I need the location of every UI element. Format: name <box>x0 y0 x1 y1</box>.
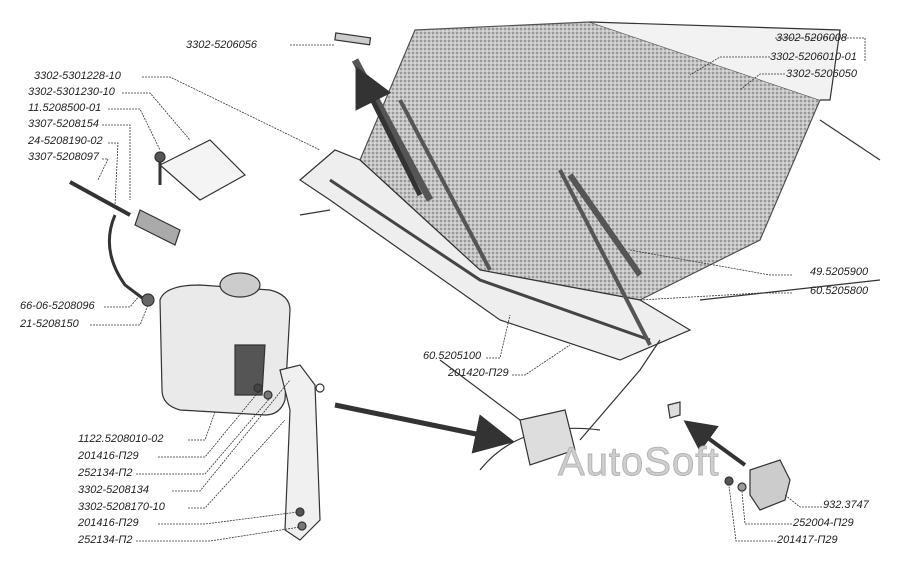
relay <box>749 459 791 511</box>
label-windshield-1: 3302-5206008 <box>776 32 847 44</box>
bracket <box>279 364 321 541</box>
label-washer-3: 252004-П29 <box>793 517 854 529</box>
label-windshield-3: 3302-5206050 <box>786 68 857 80</box>
label-arm: 60.5205800 <box>810 285 869 297</box>
label-washer-tank: 1122.5208010-02 <box>78 433 164 445</box>
label-washer-2: 252134-П2 <box>78 534 133 546</box>
label-washer-1: 252134-П2 <box>78 467 133 479</box>
wiper-blade-right <box>567 173 643 277</box>
label-bolt-3: 201420-П29 <box>448 367 509 379</box>
label-relay: 932.3747 <box>823 499 869 511</box>
arrow-to-car <box>334 402 515 454</box>
label-bolt-4: 201417-П29 <box>777 534 838 546</box>
label-5208154: 3307-5208154 <box>28 118 99 130</box>
label-5208190: 24-5208190-02 <box>28 135 103 147</box>
label-blade-cover: 3302-5206056 <box>186 39 257 51</box>
wiper-arm-right <box>558 169 652 346</box>
label-hood-seal-1: 3302-5301228-10 <box>34 70 121 82</box>
label-nozzle: 11.5208500-01 <box>28 102 102 114</box>
label-5208097: 3307-5208097 <box>28 151 99 163</box>
arrow-blade <box>355 66 423 197</box>
label-windshield-2: 3302-5206010-01 <box>770 51 857 63</box>
label-hose: 66-06-5208096 <box>20 300 95 312</box>
label-bolt-2: 201416-П29 <box>78 517 139 529</box>
label-blade: 49.5205900 <box>810 266 869 278</box>
wiper-arm-left <box>398 99 492 271</box>
label-bracket-2: 3302-5208170-10 <box>78 501 165 513</box>
watermark: AutoSoft <box>557 440 720 485</box>
label-plug: 21-5208150 <box>20 318 79 330</box>
label-linkage: 60.5205100 <box>423 350 482 362</box>
label-bolt-1: 201416-П29 <box>78 450 139 462</box>
label-hood-seal-2: 3302-5301230-10 <box>28 86 115 98</box>
label-bracket: 3302-5208134 <box>78 484 149 496</box>
arrow-to-relay-mount <box>683 420 747 467</box>
